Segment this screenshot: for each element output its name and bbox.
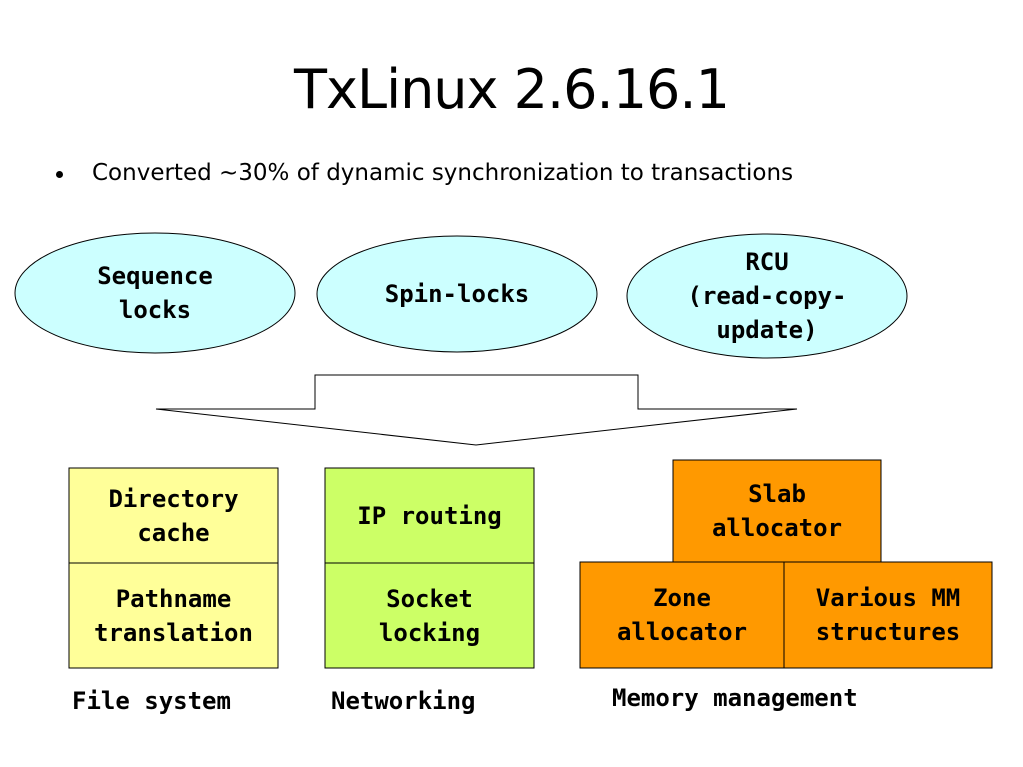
rcu-ellipse xyxy=(626,233,908,359)
slab-allocator-label: Slab allocator xyxy=(711,480,843,542)
directory-cache-box xyxy=(68,467,279,564)
memory-management-group-label: Memory management xyxy=(612,684,858,712)
various-mm-box xyxy=(783,561,993,669)
sequence-locks-ellipse xyxy=(14,232,296,354)
bullet-text: Converted ~30% of dynamic synchronizatio… xyxy=(92,160,794,186)
bullet-dot-icon xyxy=(56,171,63,178)
rcu-label: RCU (read-copy- update) xyxy=(687,248,847,344)
sequence-locks-label: Sequence locks xyxy=(97,262,213,324)
spin-locks-label: Spin-locks xyxy=(384,280,530,308)
down-arrow-shape xyxy=(155,374,798,446)
spin-locks-ellipse xyxy=(316,235,598,353)
networking-group-label: Networking xyxy=(331,687,476,715)
socket-locking-box xyxy=(324,562,535,669)
various-mm-label: Various MM structures xyxy=(815,584,961,646)
zone-allocator-box xyxy=(579,561,785,669)
socket-locking-label: Socket locking xyxy=(378,584,481,647)
pathname-translation-label: Pathname translation xyxy=(94,584,253,647)
zone-allocator-label: Zone allocator xyxy=(616,584,748,646)
ip-routing-label: IP routing xyxy=(357,501,502,530)
slide-title: TxLinux 2.6.16.1 xyxy=(294,58,730,121)
file-system-group-label: File system xyxy=(72,687,231,715)
pathname-translation-box xyxy=(68,562,279,669)
directory-cache-label: Directory cache xyxy=(108,484,239,547)
